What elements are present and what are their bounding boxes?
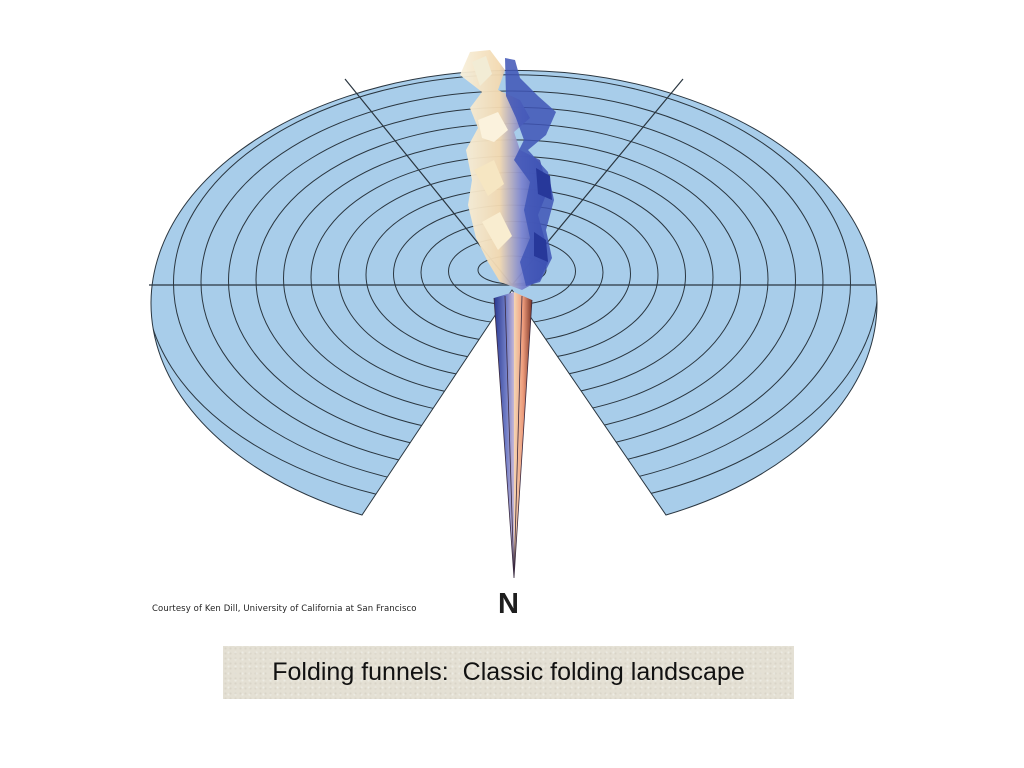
native-state-label: N xyxy=(498,588,519,620)
caption-box: Folding funnels: Classic folding landsca… xyxy=(223,646,794,699)
native-state-funnel xyxy=(493,292,533,579)
folding-pathway-ridge xyxy=(460,50,556,290)
image-credit: Courtesy of Ken Dill, University of Cali… xyxy=(152,604,417,614)
caption-text: Folding funnels: Classic folding landsca… xyxy=(272,658,745,686)
